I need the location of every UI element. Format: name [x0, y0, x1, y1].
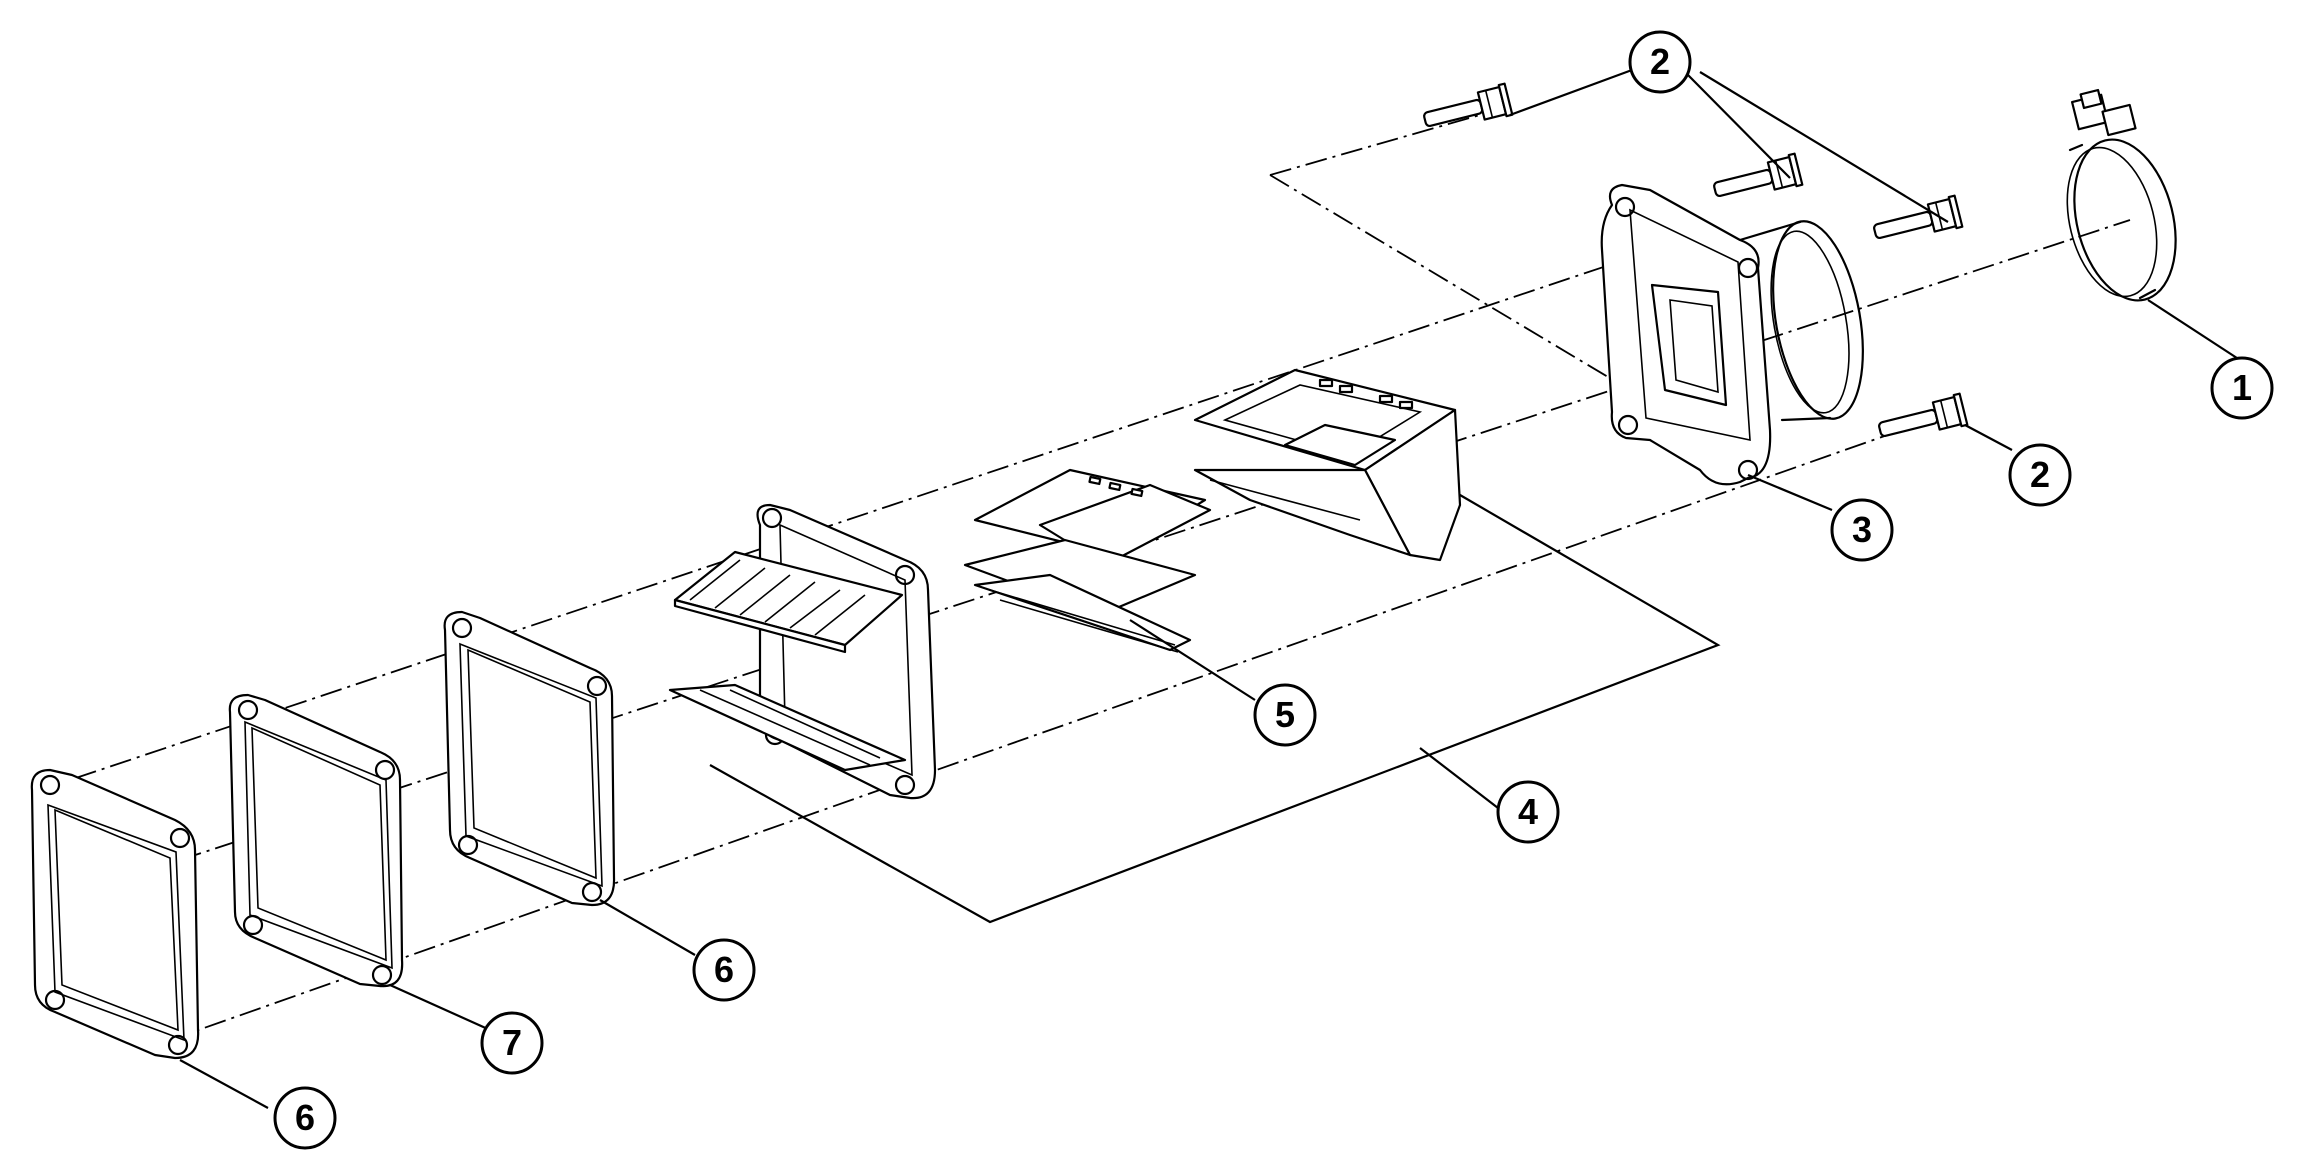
callout-label: 3 [1852, 509, 1872, 550]
callout-7: 7 [480, 1011, 544, 1075]
reed-cage-assembly [668, 368, 1721, 924]
bolt-top [1423, 82, 1514, 128]
callout-label: 7 [502, 1022, 522, 1063]
callout-label: 2 [1650, 41, 1670, 82]
gasket-front [30, 768, 200, 1060]
hose-clamp [2066, 88, 2177, 302]
bolt-lower-right [1878, 392, 1969, 438]
callout-label: 1 [2232, 367, 2252, 408]
bolt-upper-middle [1713, 152, 1804, 198]
axis-bottom [169, 419, 1931, 1041]
callout-6-rear: 6 [692, 938, 756, 1002]
callout-5: 5 [1253, 683, 1317, 747]
callout-label: 5 [1275, 694, 1295, 735]
callout-1: 1 [2210, 356, 2274, 420]
gasket-rear [443, 610, 616, 907]
leader-lines [179, 68, 2241, 1109]
callout-label: 2 [2030, 454, 2050, 495]
intake-manifold [1600, 183, 1864, 486]
callout-4: 4 [1496, 780, 1560, 844]
callout-label: 6 [295, 1097, 315, 1138]
callout-2-right: 2 [2008, 443, 2072, 507]
callout-6-front: 6 [273, 1086, 337, 1150]
callout-2-top: 2 [1628, 30, 1692, 94]
gasket-middle [228, 693, 404, 988]
callout-label: 4 [1518, 791, 1538, 832]
callout-label: 6 [714, 949, 734, 990]
axis-bolt-upper [1269, 114, 1481, 176]
callout-3: 3 [1830, 498, 1894, 562]
